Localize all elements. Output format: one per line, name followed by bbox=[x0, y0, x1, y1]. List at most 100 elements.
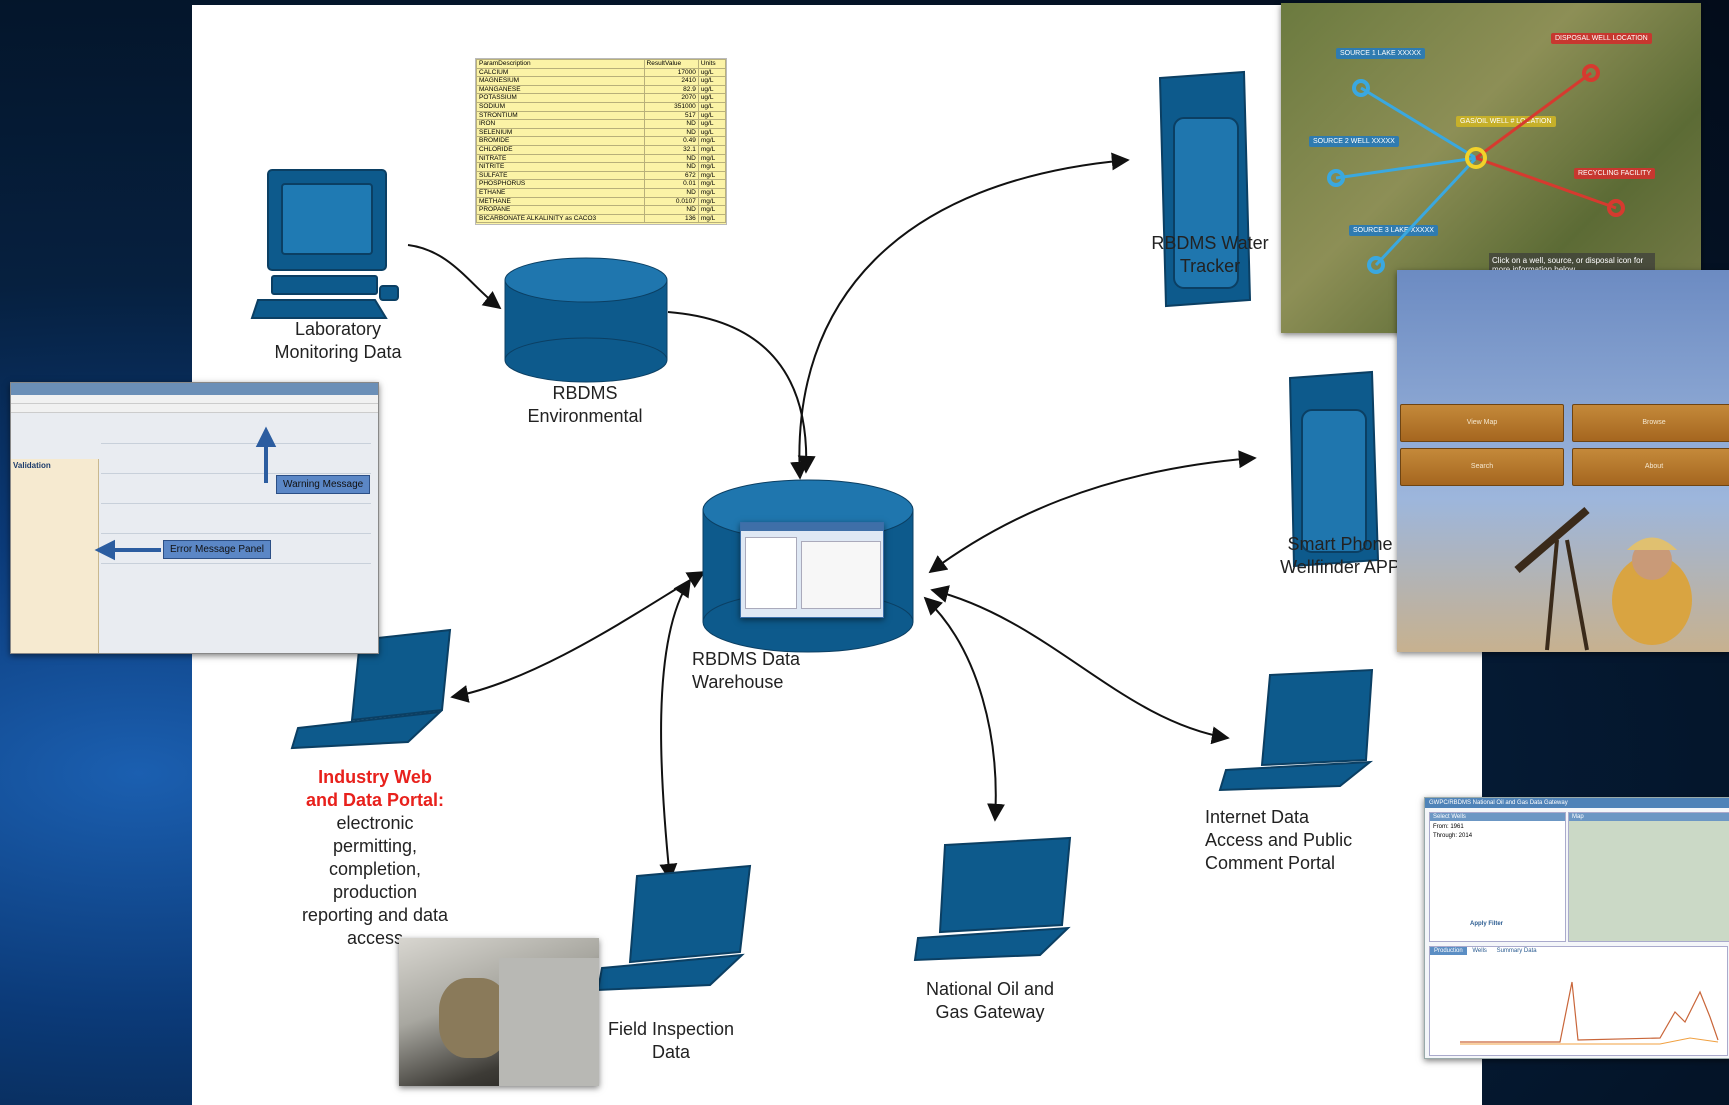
error-message-callout: Error Message Panel bbox=[163, 540, 271, 559]
table-cell: 2070 bbox=[643, 93, 699, 103]
table-cell: ND bbox=[643, 162, 699, 172]
field-inspection-photo bbox=[399, 938, 599, 1086]
table-cell: MANGANESE bbox=[476, 84, 645, 95]
table-cell: mg/L bbox=[697, 170, 726, 181]
table-cell: ug/L bbox=[697, 127, 726, 138]
arrow-warehouse-internet bbox=[930, 585, 1230, 745]
validation-panel: Validation bbox=[11, 459, 99, 653]
table-cell: METHANE bbox=[476, 196, 645, 207]
table-cell: mg/L bbox=[697, 187, 726, 198]
table-cell: BICARBONATE ALKALINITY as CACO3 bbox=[476, 213, 645, 224]
table-cell: ug/L bbox=[697, 67, 726, 78]
table-cell: CALCIUM bbox=[476, 67, 645, 78]
map-tag-disposal: DISPOSAL WELL LOCATION bbox=[1551, 33, 1652, 44]
app-view-map-button[interactable]: View Map bbox=[1400, 404, 1564, 442]
table-header-cell: Units bbox=[697, 59, 726, 69]
table-cell: mg/L bbox=[697, 213, 726, 224]
table-cell: ug/L bbox=[697, 119, 726, 129]
table-cell: mg/L bbox=[697, 162, 726, 172]
table-cell: 136 bbox=[643, 213, 699, 224]
arrow-warehouse-gateway bbox=[923, 596, 1005, 822]
arrow-warehouse-industry bbox=[450, 571, 706, 703]
label-industry-portal: Industry Web and Data Portal: electronic… bbox=[301, 767, 449, 948]
table-cell: mg/L bbox=[697, 205, 726, 215]
map-tag-source3: SOURCE 3 LAKE XXXXX bbox=[1349, 225, 1438, 236]
app-browse-button[interactable]: Browse bbox=[1572, 404, 1729, 442]
table-cell: ND bbox=[643, 119, 699, 129]
arrow-warehouse-water bbox=[790, 152, 1130, 480]
table-cell: ND bbox=[643, 153, 699, 164]
table-cell: MAGNESIUM bbox=[476, 76, 645, 86]
water-tracker-phone-icon bbox=[1158, 70, 1252, 308]
smart-phone-icon bbox=[1288, 370, 1380, 568]
map-tag-recycling: RECYCLING FACILITY bbox=[1574, 168, 1656, 179]
laptop-internet-icon bbox=[1218, 668, 1374, 792]
table-cell: IRON bbox=[476, 119, 645, 129]
gateway-screenshot: GWPC/RBDMS National Oil and Gas Data Gat… bbox=[1424, 797, 1729, 1059]
table-header-cell: ResultValue bbox=[643, 59, 699, 69]
warning-message-callout: Warning Message bbox=[276, 475, 371, 494]
table-cell: ND bbox=[643, 187, 699, 198]
laptop-field-icon bbox=[596, 864, 752, 992]
table-cell: NITRITE bbox=[476, 162, 645, 172]
table-cell: mg/L bbox=[697, 153, 726, 164]
table-cell: 17000 bbox=[643, 67, 699, 78]
table-cell: 2410 bbox=[643, 76, 699, 86]
table-cell: ETHANE bbox=[476, 187, 645, 198]
table-cell: mg/L bbox=[697, 196, 726, 207]
table-cell: 0.0107 bbox=[643, 196, 699, 207]
table-cell: ug/L bbox=[697, 93, 726, 103]
map-tag-source1: SOURCE 1 LAKE XXXXX bbox=[1336, 48, 1425, 59]
warehouse-screenshot bbox=[740, 522, 884, 618]
pumpjack-photo bbox=[1514, 506, 1692, 651]
table-cell: POTASSIUM bbox=[476, 93, 645, 103]
table-cell: BROMIDE bbox=[476, 136, 645, 146]
table-cell: 82.9 bbox=[643, 84, 699, 95]
table-cell: STRONTIUM bbox=[476, 110, 645, 121]
table-cell: mg/L bbox=[697, 136, 726, 146]
table-cell: 351000 bbox=[643, 101, 699, 112]
table-cell: mg/L bbox=[697, 144, 726, 155]
table-cell: SODIUM bbox=[476, 101, 645, 112]
table-cell: 32.1 bbox=[643, 144, 699, 155]
table-cell: SULFATE bbox=[476, 170, 645, 181]
table-cell: ND bbox=[643, 205, 699, 215]
app-about-button[interactable]: About bbox=[1572, 448, 1729, 486]
app-search-button[interactable]: Search bbox=[1400, 448, 1564, 486]
callout-arrows bbox=[94, 426, 277, 561]
table-cell: 672 bbox=[643, 170, 699, 181]
map-tag-source2: SOURCE 2 WELL XXXXX bbox=[1309, 136, 1399, 147]
table-cell: 0.49 bbox=[643, 136, 699, 146]
env-database-icon bbox=[504, 257, 668, 383]
table-cell: mg/L bbox=[697, 179, 726, 189]
map-tag-gas-oil-well: GAS/OIL WELL # LOCATION bbox=[1456, 116, 1556, 127]
table-cell: ug/L bbox=[697, 84, 726, 95]
arrow-env-to-warehouse bbox=[667, 311, 816, 474]
arrow-warehouse-field bbox=[659, 578, 691, 882]
table-header-cell: ParamDescription bbox=[476, 59, 645, 69]
industry-form-screenshot: Validation Warning Message Error Message… bbox=[10, 382, 379, 654]
laptop-gateway-icon bbox=[913, 836, 1072, 962]
table-cell: ug/L bbox=[697, 76, 726, 86]
